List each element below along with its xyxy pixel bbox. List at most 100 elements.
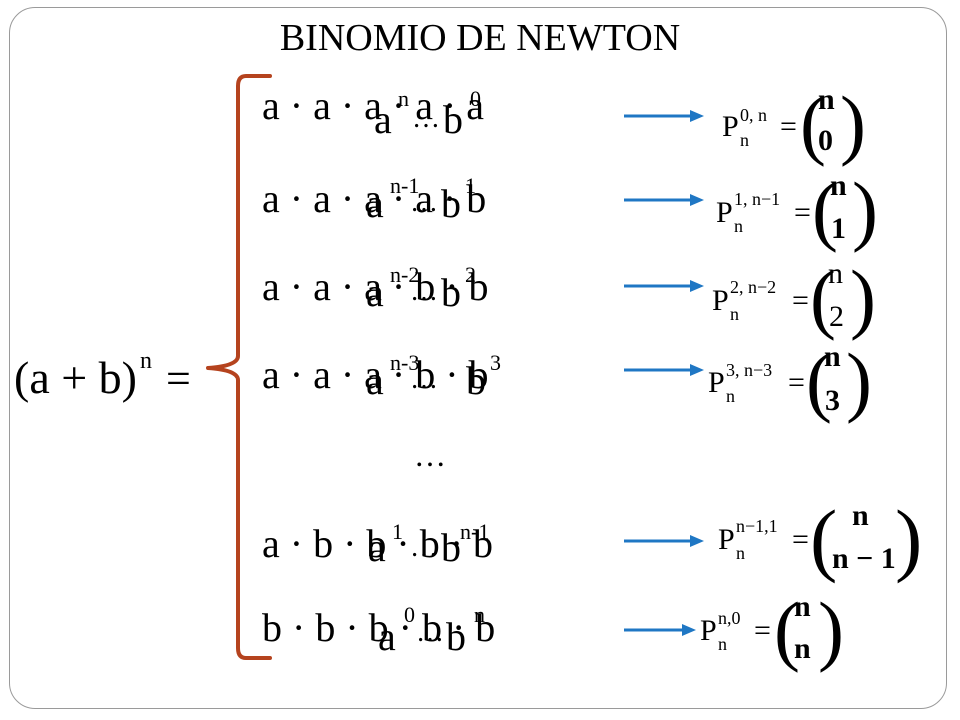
overlay-b-exponent: n-1	[460, 519, 489, 544]
overlay-base: a	[368, 525, 386, 570]
overlay-a-exponent: n-2	[390, 262, 419, 287]
perm-subscript: n	[718, 634, 727, 654]
row-ellipsis: …	[414, 437, 446, 473]
binom-top: n	[830, 169, 847, 202]
overlay-dots: …	[410, 187, 438, 218]
product: a · a · a · b · b	[262, 352, 489, 397]
binom-paren-left: (	[810, 493, 837, 584]
perm-superscript: 3, n−3	[726, 360, 772, 380]
arrowhead-icon	[690, 280, 704, 292]
binom-top: n	[824, 340, 841, 373]
perm-equals: =	[792, 523, 809, 556]
perm-letter: P	[700, 614, 717, 647]
overlay-base: a	[366, 270, 384, 315]
binom-paren-right: )	[846, 337, 872, 424]
overlay-base: a	[366, 358, 384, 403]
perm-superscript: 0, n	[740, 105, 767, 125]
binom-top: n	[818, 83, 835, 116]
perm-equals: =	[780, 110, 797, 143]
overlay-dots: …	[410, 276, 438, 307]
arrowhead-icon	[690, 110, 704, 122]
overlay-b: b	[466, 358, 486, 403]
perm-equals: =	[792, 284, 809, 317]
overlay-dots: …	[410, 532, 438, 563]
lhs-expression: (a + b) n =	[14, 348, 191, 403]
perm-superscript: n,0	[718, 608, 741, 628]
binom-paren-left: (	[812, 166, 838, 253]
overlay-b-exponent: 2	[465, 262, 476, 287]
binom-paren-left: (	[806, 337, 832, 424]
expansion-rows: a · a · a · a · a a n … b 0 P n 0, n = (…	[262, 80, 922, 673]
binom-paren-right: )	[850, 254, 876, 341]
overlay-b: b	[441, 181, 461, 226]
perm-subscript: n	[730, 304, 739, 324]
product: a · a · a · a · a	[262, 83, 484, 128]
overlay-dots: …	[410, 364, 438, 395]
overlay-b-exponent: 1	[465, 173, 476, 198]
binom-top: n	[828, 257, 843, 290]
binom-paren-right: )	[895, 493, 922, 584]
overlay-a-exponent: n-3	[390, 350, 419, 375]
binom-top: n	[852, 499, 869, 532]
overlay-base: a	[366, 181, 384, 226]
perm-letter: P	[712, 284, 729, 317]
binom-bottom: 1	[831, 212, 846, 245]
perm-superscript: 2, n−2	[730, 277, 776, 297]
expansion-row: b · b · b · b · b a 0 … b n P n n,0 = ( …	[262, 586, 844, 673]
binom-paren-right: )	[818, 586, 844, 673]
perm-equals: =	[794, 196, 811, 229]
overlay-dots: …	[416, 617, 444, 648]
expansion-row: a · a · a · a · a a n … b 0 P n 0, n = (…	[262, 80, 866, 167]
perm-superscript: n−1,1	[736, 516, 778, 536]
overlay-a-exponent: 0	[404, 602, 415, 627]
expansion-row: a · a · a · b · b a n-3 … b 3 P n 3, n−3…	[262, 337, 872, 424]
perm-equals: =	[754, 614, 771, 647]
perm-letter: P	[708, 366, 725, 399]
overlay-a-exponent: n	[398, 86, 409, 111]
lhs-base: (a + b)	[14, 352, 137, 403]
overlay-b: b	[441, 270, 461, 315]
overlay-b: b	[443, 97, 463, 142]
overlay-b: b	[446, 614, 466, 659]
perm-letter: P	[722, 110, 739, 143]
product: a · a · a · b · b	[262, 264, 489, 309]
binom-bottom: 3	[825, 384, 840, 417]
overlay-base: a	[378, 614, 396, 659]
perm-subscript: n	[736, 543, 745, 563]
perm-superscript: 1, n−1	[734, 189, 780, 209]
binom-paren-left: (	[800, 80, 826, 167]
expansion-row: a · a · a · a · b a n-1 … b 1 P n 1, n−1…	[262, 166, 878, 253]
binom-bottom: 2	[829, 300, 844, 333]
binom-paren-right: )	[840, 80, 866, 167]
lhs-equals: =	[166, 354, 191, 403]
binom-bottom: n − 1	[832, 542, 896, 575]
slide-frame	[9, 7, 947, 709]
perm-subscript: n	[734, 216, 743, 236]
binom-top: n	[794, 590, 811, 623]
product: a · b · b · b · b	[262, 521, 493, 566]
perm-subscript: n	[726, 386, 735, 406]
expansion-row: a · a · a · b · b a n-2 … b 2 P n 2, n−2…	[262, 254, 876, 341]
overlay-a-exponent: n-1	[390, 173, 419, 198]
arrowhead-icon	[682, 624, 696, 636]
overlay-dots: …	[412, 103, 440, 134]
arrowhead-icon	[690, 364, 704, 376]
binom-bottom: n	[794, 632, 811, 665]
product: b · b · b · b · b	[262, 605, 495, 650]
overlay-b: b	[441, 525, 461, 570]
arrowhead-icon	[690, 535, 704, 547]
perm-subscript: n	[740, 130, 749, 150]
binom-bottom: 0	[818, 124, 833, 157]
binom-paren-left: (	[774, 586, 800, 673]
overlay-b-exponent: 0	[470, 86, 481, 111]
overlay-b-exponent: 3	[490, 350, 501, 375]
perm-equals: =	[788, 366, 805, 399]
slide-title: BINOMIO DE NEWTON	[279, 17, 681, 59]
arrowhead-icon	[690, 194, 704, 206]
overlay-base: a	[374, 97, 392, 142]
lhs-exponent: n	[140, 348, 152, 374]
perm-letter: P	[718, 523, 735, 556]
curly-bracket	[206, 74, 272, 660]
